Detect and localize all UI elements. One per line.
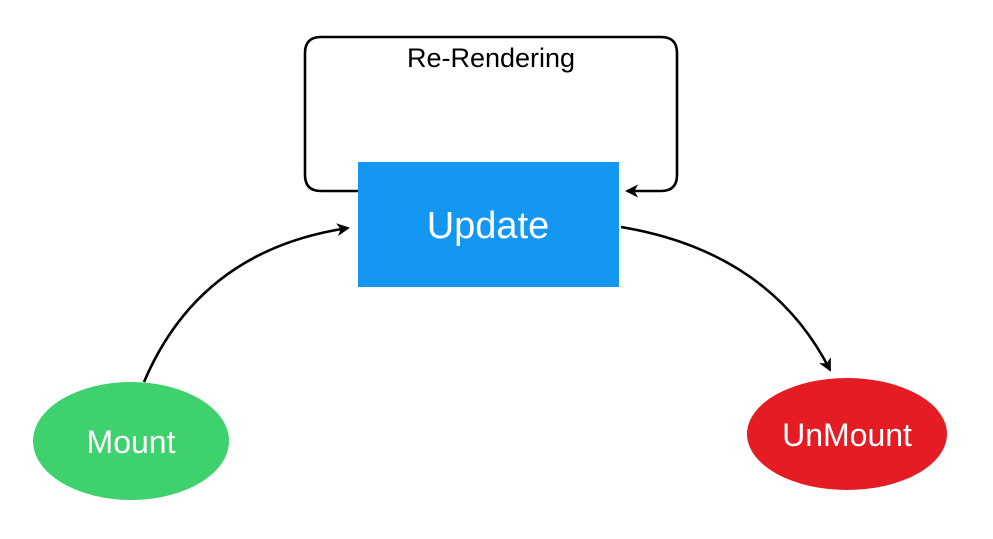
mount-node: Mount (33, 382, 229, 500)
update-node-label: Update (427, 205, 550, 247)
update-node-shape (358, 162, 619, 287)
arrow-update-to-unmount (620, 225, 832, 372)
update-node: Update (358, 162, 619, 287)
unmount-node-shape (747, 378, 947, 490)
arrow-mount-to-update (142, 223, 350, 383)
mount-node-label: Mount (87, 424, 176, 460)
re-rendering-loop-path (303, 35, 679, 198)
unmount-node: UnMount (747, 378, 947, 490)
re-rendering-label: Re-Rendering (407, 43, 575, 73)
mount-node-shape (33, 382, 229, 500)
unmount-node-label: UnMount (782, 417, 912, 453)
